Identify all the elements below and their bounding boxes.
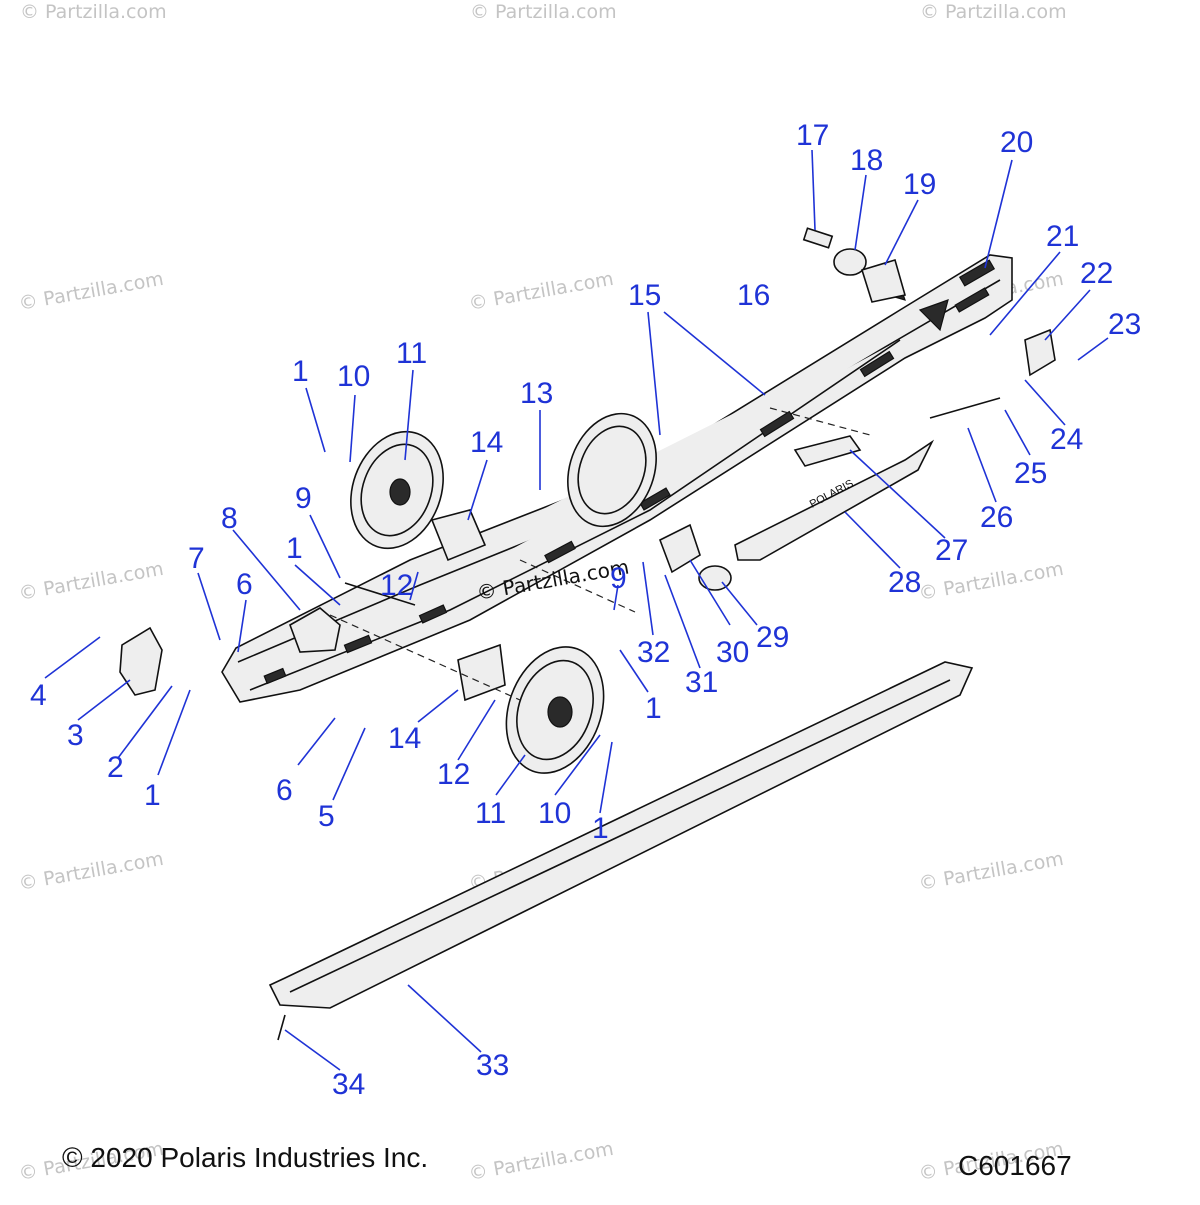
- callout-9: 9: [295, 482, 312, 515]
- callout-12: 12: [380, 569, 413, 602]
- callout-labels: 1 10 11 13 14 9 1 8 7 6 12 4 3 2 1 15 16…: [30, 119, 1141, 1101]
- idler-wheel-upper: [350, 430, 444, 550]
- callout-1: 1: [292, 355, 309, 388]
- idler-wheel-middle: [567, 412, 657, 528]
- callout-5: 5: [318, 800, 335, 833]
- callout-28: 28: [888, 566, 921, 599]
- callout-1: 1: [592, 812, 609, 845]
- callout-25: 25: [1014, 457, 1047, 490]
- callout-18: 18: [850, 144, 883, 177]
- callout-11: 11: [475, 797, 506, 830]
- callout-33: 33: [476, 1049, 509, 1082]
- watermark: © Partzilla.com: [17, 268, 165, 315]
- callout-29: 29: [756, 621, 789, 654]
- copyright-notice: © 2020 Polaris Industries Inc.: [62, 1142, 429, 1173]
- axle-9: [344, 582, 416, 606]
- callout-27: 27: [935, 534, 968, 567]
- callout-1: 1: [144, 779, 161, 812]
- screw-34: [277, 1014, 286, 1041]
- callout-4: 4: [30, 679, 47, 712]
- bushing-18: [833, 248, 867, 276]
- callout-22: 22: [1080, 257, 1113, 290]
- front-bumper-3: [119, 626, 163, 696]
- spacer-lower: [457, 643, 506, 702]
- callout-12: 12: [437, 758, 470, 791]
- callout-6: 6: [276, 774, 293, 807]
- watermark: © Partzilla.com: [920, 1, 1067, 23]
- callout-2: 2: [107, 751, 124, 784]
- callout-24: 24: [1050, 423, 1083, 456]
- callout-1: 1: [286, 532, 303, 565]
- callout-10: 10: [538, 797, 571, 830]
- callout-7: 7: [188, 542, 205, 575]
- watermark: © Partzilla.com: [470, 1, 617, 23]
- callout-9: 9: [610, 562, 627, 595]
- callout-3: 3: [67, 719, 84, 752]
- callout-19: 19: [903, 168, 936, 201]
- callout-17: 17: [796, 119, 829, 152]
- slide-28: POLARIS: [734, 439, 935, 561]
- callout-6: 6: [236, 568, 253, 601]
- spring-26: [929, 397, 1001, 419]
- watermark: © Partzilla.com: [467, 1138, 615, 1185]
- bracket-22: [1024, 328, 1056, 377]
- watermark: © Partzilla.com: [20, 1, 167, 23]
- callout-20: 20: [1000, 126, 1033, 159]
- axis-line: [329, 614, 521, 701]
- axis-line: [519, 559, 636, 613]
- callout-31: 31: [685, 666, 718, 699]
- housing-30: [658, 523, 701, 574]
- watermark: © Partzilla.com: [17, 848, 165, 895]
- drawing-number: C601667: [958, 1150, 1072, 1181]
- callout-15: 15: [628, 279, 661, 312]
- callout-16: 16: [737, 279, 770, 312]
- callout-10: 10: [337, 360, 370, 393]
- watermark: © Partzilla.com: [467, 268, 615, 315]
- watermark: © Partzilla.com: [17, 558, 165, 605]
- axis-line: [769, 407, 871, 436]
- wear-strip-33: [268, 661, 974, 1009]
- bolt-17: [802, 227, 834, 249]
- bracket-27: [793, 435, 862, 467]
- callout-34: 34: [332, 1068, 365, 1101]
- callout-14: 14: [388, 722, 421, 755]
- callout-11: 11: [396, 337, 427, 370]
- callout-13: 13: [520, 377, 553, 410]
- callout-14: 14: [470, 426, 503, 459]
- callout-26: 26: [980, 501, 1013, 534]
- callout-21: 21: [1046, 220, 1079, 253]
- callout-8: 8: [221, 502, 238, 535]
- callout-30: 30: [716, 636, 749, 669]
- idler-wheel-lower: [505, 646, 605, 774]
- spacer-upper: [430, 509, 487, 562]
- callout-1: 1: [645, 692, 662, 725]
- leader-lines: [44, 149, 1109, 1071]
- front-block-8: [289, 607, 341, 653]
- watermark: © Partzilla.com: [917, 848, 1065, 895]
- callout-32: 32: [637, 636, 670, 669]
- block-19: [860, 258, 907, 303]
- callout-23: 23: [1108, 308, 1141, 341]
